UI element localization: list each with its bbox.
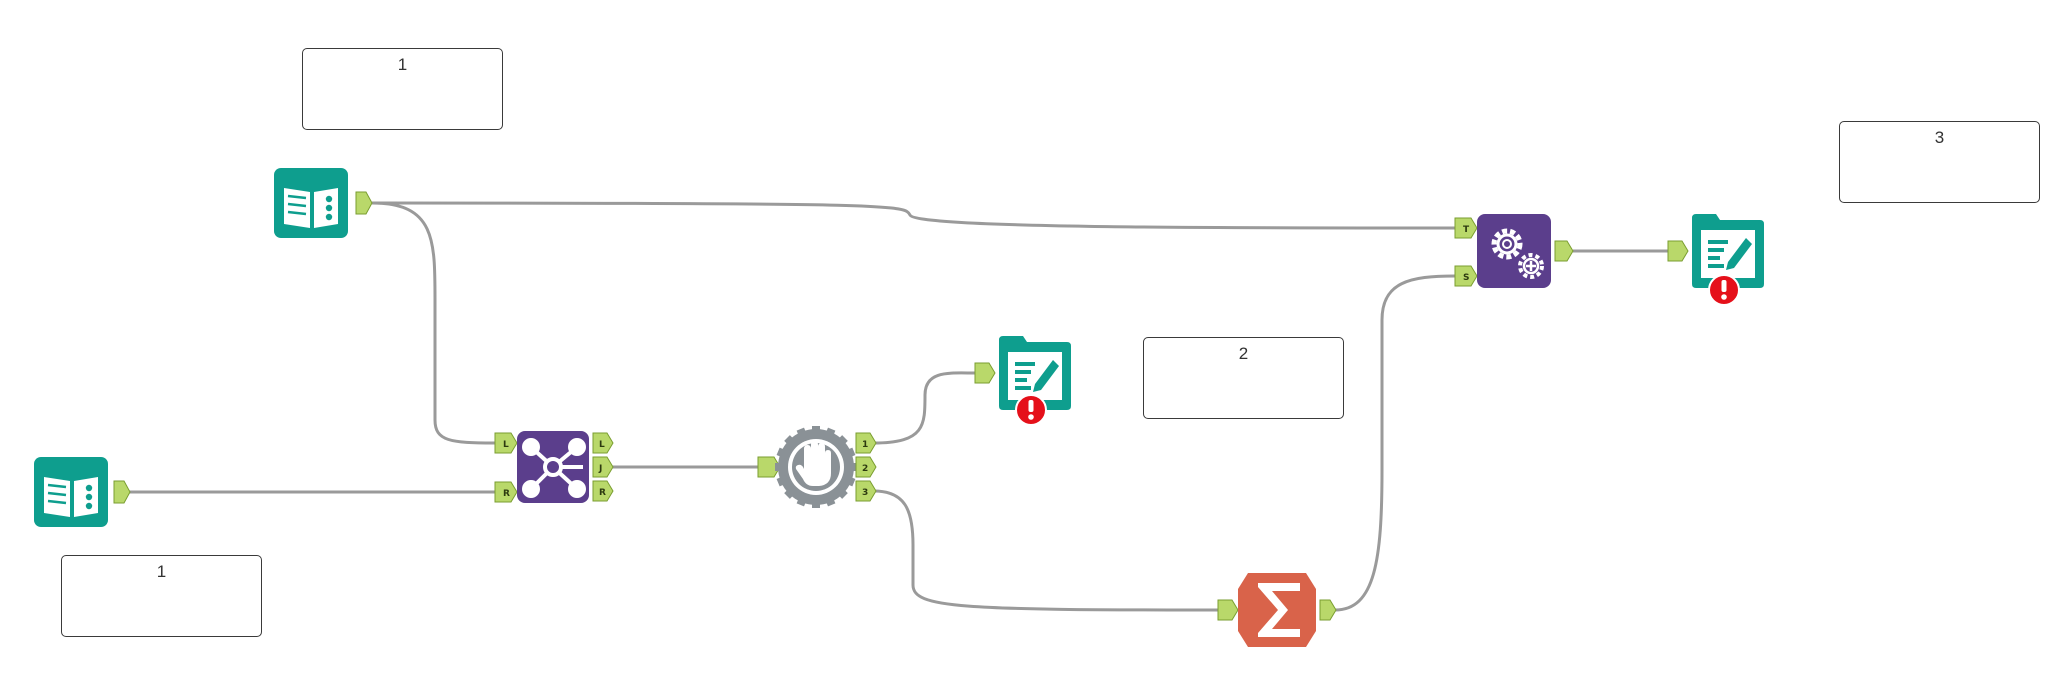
output-anchor[interactable]: [355, 191, 373, 215]
book-icon: [44, 477, 98, 517]
anchor-label-out-2: 2: [862, 464, 868, 474]
anchor-label-out-3: 3: [862, 488, 868, 498]
comment-text: 1: [156, 562, 167, 581]
output-anchor[interactable]: [1319, 599, 1337, 621]
join-tool[interactable]: L R L J R: [494, 431, 614, 503]
output-anchor[interactable]: [1554, 240, 1574, 262]
connector-filter-3-to-summarize[interactable]: [873, 489, 1219, 612]
join-icon: [522, 438, 586, 498]
sigma-icon: [1238, 573, 1316, 647]
macro-tool[interactable]: T S: [1454, 214, 1574, 288]
output-anchor[interactable]: [113, 480, 131, 504]
browse-output-icon: [1692, 214, 1764, 288]
comment-box-middle[interactable]: 2: [1143, 337, 1344, 419]
test-tool[interactable]: 1 2 3: [757, 426, 877, 508]
hand-gear-icon: [775, 426, 857, 508]
input-anchor[interactable]: [757, 456, 781, 478]
input-anchor-R[interactable]: R: [494, 481, 518, 503]
output-anchor-R[interactable]: R: [592, 480, 614, 502]
browse-output-icon: [999, 336, 1071, 410]
input-anchor-T[interactable]: T: [1454, 217, 1478, 239]
anchor-label-T: T: [1463, 225, 1470, 235]
gear-plus-icon: [1491, 228, 1544, 279]
anchor-label-out-J: J: [598, 464, 602, 474]
comment-text: 1: [397, 55, 408, 74]
input-anchor-S[interactable]: S: [1454, 265, 1478, 287]
comment-text: 3: [1934, 128, 1945, 147]
input-anchor-L[interactable]: L: [494, 432, 518, 454]
summarize-tool[interactable]: [1217, 573, 1337, 647]
anchor-label-L: L: [503, 440, 509, 450]
browse-tool-middle[interactable]: [974, 336, 1071, 426]
input-data-tool-top[interactable]: [274, 168, 373, 238]
output-anchor-2[interactable]: 2: [855, 456, 877, 478]
output-anchor-L[interactable]: L: [592, 432, 614, 454]
input-anchor[interactable]: [974, 362, 996, 384]
connector-summarize-to-macro-S[interactable]: [1334, 274, 1456, 612]
input-anchor[interactable]: [1667, 240, 1689, 262]
anchor-label-S: S: [1463, 273, 1469, 283]
input-anchor[interactable]: [1217, 599, 1239, 621]
comment-box-top-right[interactable]: 3: [1839, 121, 2040, 203]
comment-text: 2: [1238, 344, 1249, 363]
book-icon: [282, 184, 342, 230]
comment-box-top-left[interactable]: 1: [302, 48, 503, 130]
input-data-tool-bottom[interactable]: [34, 457, 131, 527]
error-icon: [1015, 394, 1047, 426]
anchor-label-out-R: R: [599, 488, 606, 498]
comment-box-bottom-left[interactable]: 1: [61, 555, 262, 637]
anchor-label-R: R: [503, 489, 510, 499]
anchor-label-out-L: L: [599, 440, 605, 450]
anchor-label-out-1: 1: [862, 440, 868, 450]
browse-tool-right[interactable]: [1667, 214, 1764, 306]
error-icon: [1708, 274, 1740, 306]
connectors: [128, 201, 1668, 612]
output-anchor-1[interactable]: 1: [855, 432, 877, 454]
connector-input-top-to-macro-T[interactable]: [371, 201, 1456, 230]
connector-filter-1-to-browse-mid[interactable]: [873, 371, 976, 445]
output-anchor-3[interactable]: 3: [855, 480, 877, 502]
connector-input-top-to-join-L[interactable]: [371, 201, 496, 445]
output-anchor-J[interactable]: J: [592, 456, 614, 478]
